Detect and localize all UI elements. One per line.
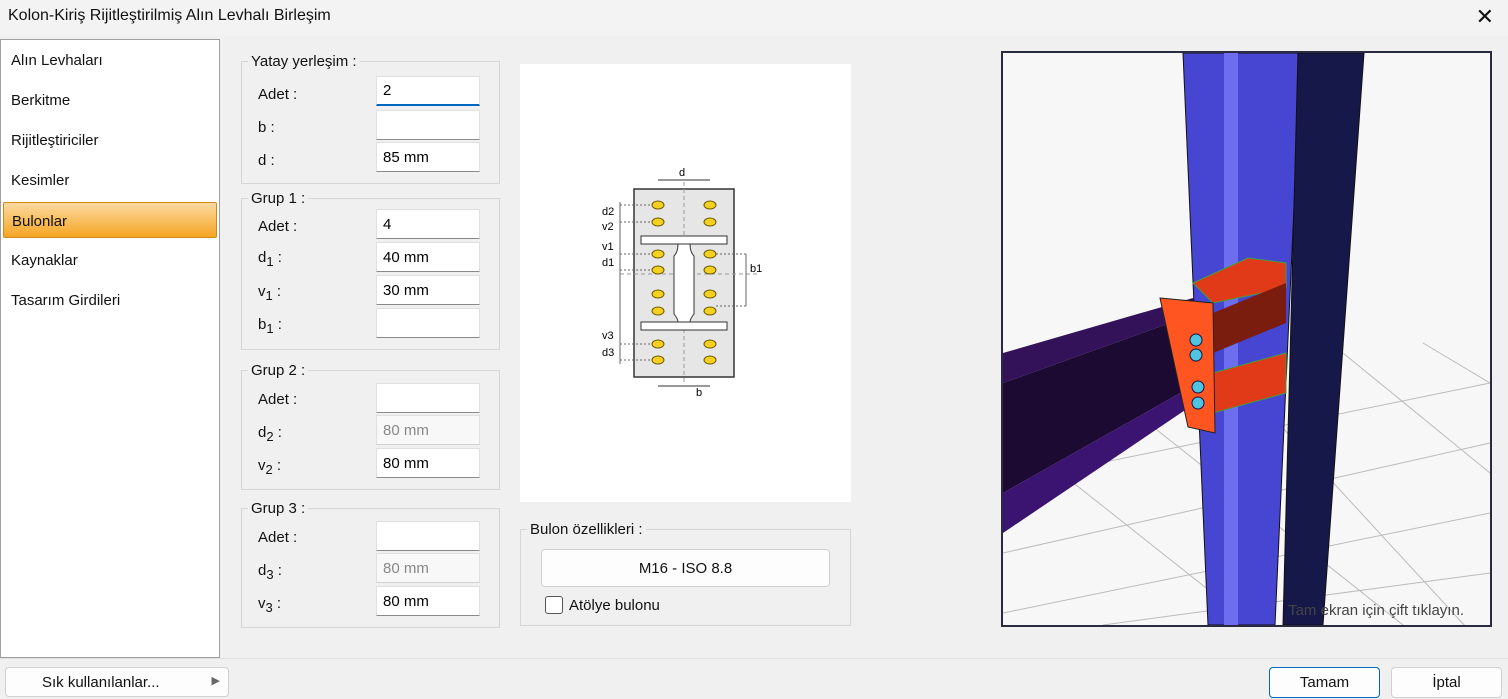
v3-label: v3 : (258, 595, 282, 615)
diagram-label-v1: v1 (602, 241, 614, 253)
adet-label: Adet : (258, 86, 298, 103)
cancel-button[interactable]: İptal (1391, 667, 1502, 698)
stiffener-top (1192, 257, 1287, 304)
adet-label: Adet : (258, 391, 298, 408)
yatay-adet-input[interactable] (376, 76, 480, 106)
sidebar-item-berkitme[interactable]: Berkitme (11, 92, 71, 109)
sidebar-item-alin-levhalari[interactable]: Alın Levhaları (11, 52, 103, 69)
sidebar: Alın Levhaları Berkitme Rijitleştiricile… (0, 39, 220, 658)
footer-bar: Sık kullanılanlar...▶ Tamam İptal (0, 658, 1508, 699)
diagram-label-d3: d3 (602, 347, 614, 359)
window-title: Kolon-Kiriş Rijitleştirilmiş Alın Levhal… (8, 7, 331, 24)
grup1-legend: Grup 1 : (248, 190, 309, 207)
sidebar-item-rijitlestiriciler[interactable]: Rijitleştiriciler (11, 132, 99, 149)
diagram-label-b1: b1 (750, 263, 762, 275)
grup3-adet-input[interactable] (376, 521, 480, 551)
beam-bottom-flange (640, 321, 728, 331)
sidebar-item-tasarim-girdileri[interactable]: Tasarım Girdileri (11, 292, 121, 309)
grup2-d2-input[interactable] (376, 415, 480, 445)
sidebar-item-bulonlar[interactable]: Bulonlar (3, 202, 217, 238)
d2-label: d2 : (258, 424, 282, 444)
d3-label: d3 : (258, 562, 282, 582)
close-icon[interactable]: ✕ (1475, 4, 1494, 29)
stiffener-middle (1213, 283, 1286, 353)
d-label: d : (258, 152, 275, 169)
adet-label: Adet : (258, 218, 298, 235)
diagram-label-d2: d2 (602, 206, 614, 218)
sidebar-item-kaynaklar[interactable]: Kaynaklar (11, 252, 78, 269)
beam-top-flange (640, 235, 728, 245)
grup2-group: Grup 2 : Adet : d2 : v2 : (241, 362, 500, 490)
bolt-properties-group: Bulon özellikleri : M16 - ISO 8.8 Atölye… (520, 521, 851, 626)
beam-web (673, 243, 695, 323)
diagram-label-v3: v3 (602, 330, 614, 342)
beam-top (1003, 298, 1198, 383)
title-bar: Kolon-Kiriş Rijitleştirilmiş Alın Levhal… (0, 0, 1508, 36)
ok-button[interactable]: Tamam (1269, 667, 1380, 698)
diagram-label-b: b (696, 387, 702, 399)
grup1-b1-input[interactable] (376, 308, 480, 338)
shop-bolt-checkbox[interactable] (545, 596, 563, 614)
chevron-right-icon: ▶ (211, 675, 220, 687)
bolt-layout-diagram: d b b1 d2 v2 v1 d1 v3 d3 (520, 64, 851, 502)
grup1-group: Grup 1 : Adet : d1 : v1 : b1 : (241, 190, 500, 350)
favorites-button[interactable]: Sık kullanılanlar...▶ (5, 667, 229, 697)
fullscreen-hint: Tam ekran için çift tıklayın. (1288, 602, 1464, 619)
shop-bolt-label: Atölye bulonu (569, 597, 660, 614)
yatay-group: Yatay yerleşim : Adet : b : d : (241, 53, 500, 184)
yatay-d-input[interactable] (376, 142, 480, 172)
yatay-b-input[interactable] (376, 110, 480, 140)
grup3-v3-input[interactable] (376, 586, 480, 616)
grup3-d3-input[interactable] (376, 553, 480, 583)
adet-label: Adet : (258, 529, 298, 546)
bolt-type-button[interactable]: M16 - ISO 8.8 (541, 549, 830, 587)
grup2-legend: Grup 2 : (248, 362, 309, 379)
grup1-v1-input[interactable] (376, 275, 480, 305)
yatay-legend: Yatay yerleşim : (248, 53, 360, 70)
grup2-adet-input[interactable] (376, 383, 480, 413)
beam-bottom-flange (1003, 383, 1203, 533)
bolt-properties-legend: Bulon özellikleri : (527, 521, 646, 538)
d1-label: d1 : (258, 249, 282, 269)
v1-label: v1 : (258, 283, 282, 303)
grup1-adet-input[interactable] (376, 209, 480, 239)
grup1-d1-input[interactable] (376, 242, 480, 272)
grup2-v2-input[interactable] (376, 448, 480, 478)
b1-label: b1 : (258, 316, 282, 336)
b-label: b : (258, 119, 275, 136)
grup3-group: Grup 3 : Adet : d3 : v3 : (241, 500, 500, 628)
column-side (1282, 53, 1365, 625)
sidebar-item-kesimler[interactable]: Kesimler (11, 172, 70, 189)
beam-web (1003, 313, 1198, 493)
diagram-label-d1: d1 (602, 257, 614, 269)
diagram-label-d: d (679, 167, 685, 179)
3d-view[interactable]: Tam ekran için çift tıklayın. (1001, 51, 1492, 627)
grup3-legend: Grup 3 : (248, 500, 309, 517)
bolts (1189, 333, 1205, 410)
v2-label: v2 : (258, 457, 282, 477)
diagram-label-v2: v2 (602, 221, 614, 233)
